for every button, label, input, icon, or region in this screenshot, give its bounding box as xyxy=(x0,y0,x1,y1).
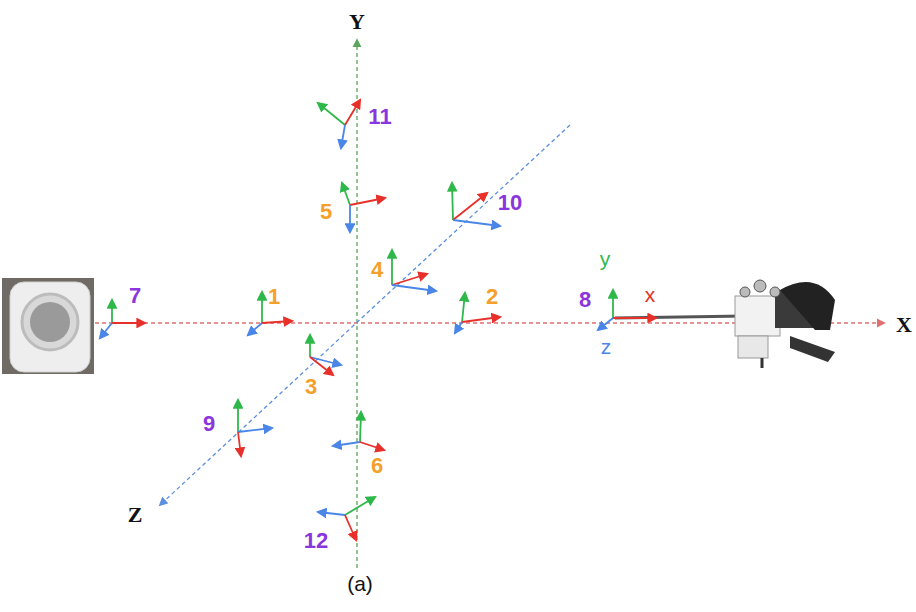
z-axis xyxy=(160,125,570,505)
axis-label: Z xyxy=(128,504,143,526)
axis-letter: y xyxy=(600,248,611,269)
frame-number: 10 xyxy=(498,192,522,214)
left-device xyxy=(2,278,94,374)
frame-number: 12 xyxy=(304,530,328,552)
frame-number: 4 xyxy=(371,259,383,281)
frame-number: 9 xyxy=(203,413,215,435)
axis-label: X xyxy=(896,314,912,336)
coordinate-frames xyxy=(100,100,656,540)
right-device xyxy=(615,280,835,368)
axis-letter: z xyxy=(601,336,612,357)
frame-number: 2 xyxy=(486,286,498,308)
frame-number: 3 xyxy=(305,376,317,398)
frame-number: 1 xyxy=(268,286,280,308)
y-axis xyxy=(356,40,357,568)
frame-number: 11 xyxy=(368,106,391,128)
axis-letter: x xyxy=(645,284,656,305)
frame-number: 7 xyxy=(129,285,141,307)
frame-number: 6 xyxy=(371,455,383,477)
axis-label: Y xyxy=(349,11,365,33)
figure-caption: (a) xyxy=(347,573,373,594)
frame-number: 5 xyxy=(320,201,332,223)
frame-number: 8 xyxy=(579,289,591,311)
